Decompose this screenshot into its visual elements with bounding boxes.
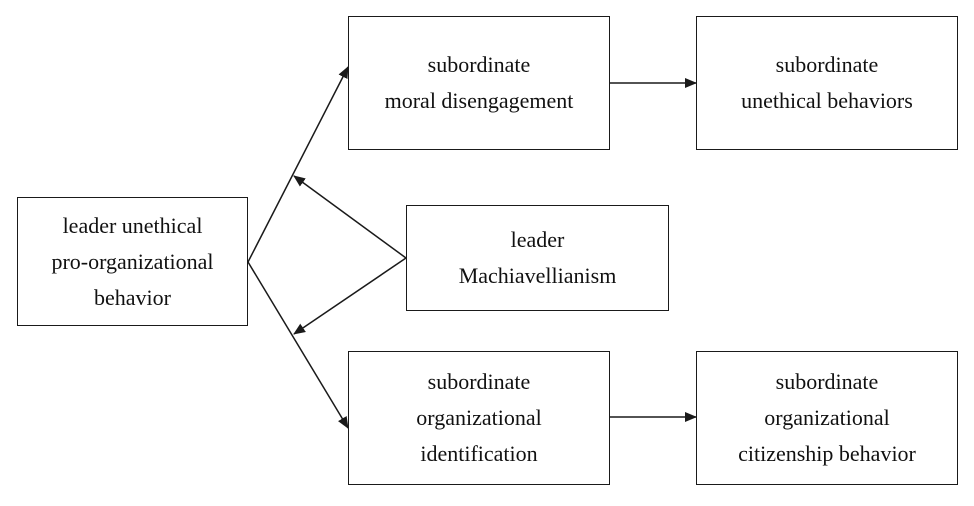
- arrow-machiavellianism-moderates-upper: [293, 175, 407, 259]
- node-text-line: subordinate: [775, 369, 879, 394]
- node-text-line: organizational: [764, 405, 890, 430]
- node-text-line: subordinate: [427, 52, 531, 77]
- node-subordinate-organizational-citizenship-behavior: subordinate organizational citizenship b…: [696, 351, 958, 485]
- node-subordinate-organizational-identification: subordinate organizational identificatio…: [348, 351, 610, 485]
- node-text-line: subordinate: [427, 369, 531, 394]
- node-leader-unethical-pro-organizational-behavior: leader unethical pro-organizational beha…: [17, 197, 248, 326]
- arrow-leader-to-org-identification: [247, 261, 349, 429]
- node-text-line: citizenship behavior: [738, 441, 916, 466]
- node-text-line: behavior: [94, 284, 171, 310]
- arrow-leader-to-moral-disengagement: [247, 66, 349, 263]
- node-text-line: Machiavellianism: [458, 263, 617, 288]
- node-subordinate-unethical-behaviors: subordinate unethical behaviors: [696, 16, 958, 150]
- node-text-line: leader unethical: [62, 212, 203, 238]
- node-text-line: organizational: [416, 405, 542, 430]
- node-subordinate-moral-disengagement: subordinate moral disengagement: [348, 16, 610, 150]
- node-text-line: identification: [420, 441, 538, 466]
- node-text-line: pro-organizational: [51, 248, 214, 274]
- node-text-line: subordinate: [775, 52, 879, 77]
- arrow-machiavellianism-moderates-lower: [293, 257, 407, 335]
- node-leader-machiavellianism: leader Machiavellianism: [406, 205, 669, 311]
- node-text-line: unethical behaviors: [741, 88, 913, 113]
- node-text-line: leader: [510, 227, 565, 252]
- node-text-line: moral disengagement: [384, 88, 574, 113]
